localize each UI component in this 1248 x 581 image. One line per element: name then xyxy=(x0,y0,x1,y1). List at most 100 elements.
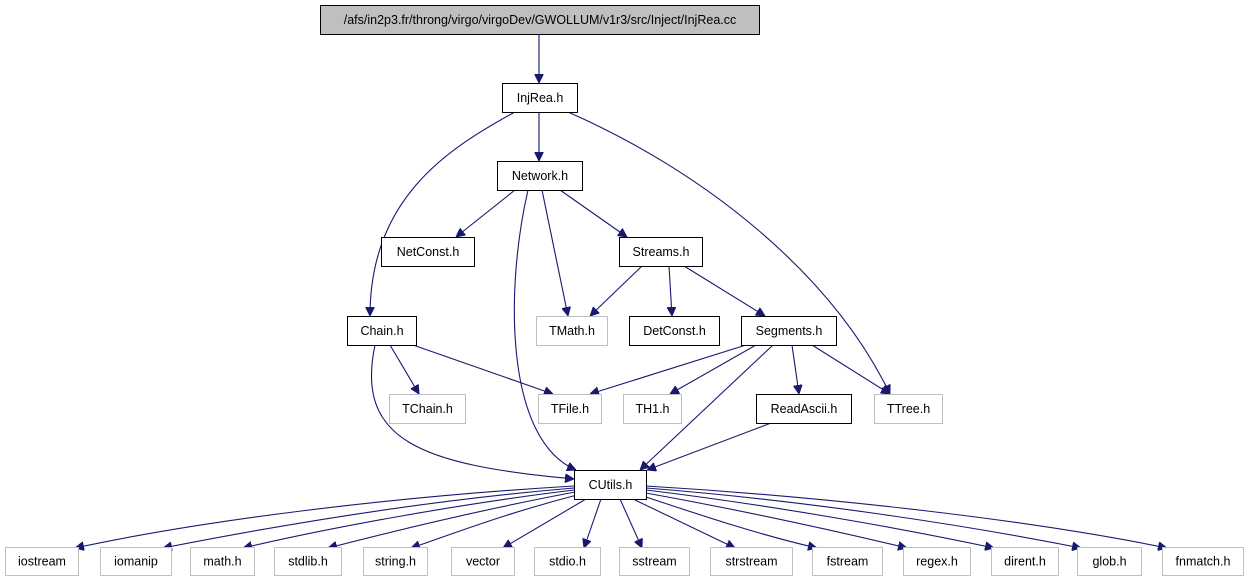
node-iomanip: iomanip xyxy=(100,547,172,576)
node-box xyxy=(574,470,647,500)
edge-chain-to-tchain xyxy=(389,344,419,394)
nodes-layer: /afs/in2p3.fr/throng/virgo/virgoDev/GWOL… xyxy=(5,5,1244,576)
node-stdio: stdio.h xyxy=(534,547,601,576)
node-segments[interactable]: Segments.h xyxy=(741,316,837,346)
edge-streams-to-segments xyxy=(683,265,765,316)
node-box xyxy=(538,394,602,424)
node-dirent: dirent.h xyxy=(991,547,1059,576)
node-box xyxy=(100,547,172,576)
node-label: TMath.h xyxy=(549,324,595,338)
node-box xyxy=(741,316,837,346)
edge-injrea-to-ttree xyxy=(567,111,890,394)
node-box xyxy=(274,547,342,576)
edge-network-to-streams xyxy=(559,189,627,237)
node-box xyxy=(534,547,601,576)
node-box xyxy=(623,394,682,424)
node-stdlib: stdlib.h xyxy=(274,547,342,576)
edge-network-to-tmath xyxy=(541,189,568,316)
edge-streams-to-tmath xyxy=(590,265,643,316)
node-box xyxy=(363,547,428,576)
node-injrea[interactable]: InjRea.h xyxy=(502,83,578,113)
node-tchain: TChain.h xyxy=(389,394,466,424)
node-box xyxy=(320,5,760,35)
edge-readascii-to-cutils xyxy=(647,422,772,470)
edge-injrea-to-chain xyxy=(370,111,516,316)
node-box xyxy=(629,316,720,346)
edge-cutils-to-strstream xyxy=(632,498,735,548)
node-label: regex.h xyxy=(916,555,958,569)
node-chain[interactable]: Chain.h xyxy=(347,316,417,346)
edge-cutils-to-sstream xyxy=(619,498,642,548)
node-box xyxy=(812,547,883,576)
node-cutils[interactable]: CUtils.h xyxy=(574,470,647,500)
node-iostream: iostream xyxy=(5,547,79,576)
edge-cutils-to-fnmatch xyxy=(645,485,1167,548)
edge-cutils-to-regex xyxy=(645,492,907,548)
edge-cutils-to-iostream xyxy=(75,485,575,548)
edge-cutils-to-vector xyxy=(503,498,587,548)
edge-segments-to-cutils xyxy=(640,344,774,470)
edge-chain-to-tfile xyxy=(412,344,553,394)
node-box xyxy=(190,547,255,576)
node-label: CUtils.h xyxy=(589,478,633,492)
node-label: dirent.h xyxy=(1004,555,1046,569)
node-label: Chain.h xyxy=(360,324,403,338)
edge-chain-to-cutils xyxy=(370,344,574,479)
edge-cutils-to-glob xyxy=(645,487,1081,548)
node-label: stdlib.h xyxy=(288,555,328,569)
edge-network-to-cutils xyxy=(513,189,576,470)
node-label: ReadAscii.h xyxy=(771,402,838,416)
node-tfile: TFile.h xyxy=(538,394,602,424)
node-label: NetConst.h xyxy=(397,245,460,259)
node-label: InjRea.h xyxy=(517,91,564,105)
node-label: /afs/in2p3.fr/throng/virgo/virgoDev/GWOL… xyxy=(344,13,737,27)
edge-cutils-to-dirent xyxy=(645,489,994,548)
node-box xyxy=(1162,547,1244,576)
node-stringh: string.h xyxy=(363,547,428,576)
node-readascii[interactable]: ReadAscii.h xyxy=(756,394,852,424)
node-tmath: TMath.h xyxy=(536,316,608,346)
node-box xyxy=(381,237,475,267)
node-label: TH1.h xyxy=(635,402,669,416)
node-detconst[interactable]: DetConst.h xyxy=(629,316,720,346)
node-label: Segments.h xyxy=(756,324,823,338)
node-network[interactable]: Network.h xyxy=(497,161,583,191)
node-label: math.h xyxy=(203,555,241,569)
node-box xyxy=(874,394,943,424)
node-box xyxy=(347,316,417,346)
edge-cutils-to-fstream xyxy=(642,495,817,548)
edge-segments-to-readascii xyxy=(791,344,799,394)
node-box xyxy=(619,547,690,576)
node-box xyxy=(536,316,608,346)
node-streams[interactable]: Streams.h xyxy=(619,237,703,267)
edge-segments-to-tfile xyxy=(590,344,747,394)
node-box xyxy=(502,83,578,113)
edge-cutils-to-iomanip xyxy=(163,487,575,548)
node-label: Network.h xyxy=(512,169,568,183)
node-label: iomanip xyxy=(114,555,158,569)
edge-cutils-to-stringh xyxy=(411,494,578,548)
edge-network-to-netconst xyxy=(456,189,516,237)
node-regex: regex.h xyxy=(903,547,971,576)
node-label: TTree.h xyxy=(887,402,930,416)
node-label: vector xyxy=(466,555,500,569)
node-box xyxy=(710,547,793,576)
node-netconst[interactable]: NetConst.h xyxy=(381,237,475,267)
node-label: TChain.h xyxy=(402,402,453,416)
node-label: stdio.h xyxy=(549,555,586,569)
node-strstream: strstream xyxy=(710,547,793,576)
node-label: glob.h xyxy=(1092,555,1126,569)
node-box xyxy=(619,237,703,267)
edge-cutils-to-mathh xyxy=(243,489,575,548)
node-label: sstream xyxy=(632,555,676,569)
node-root[interactable]: /afs/in2p3.fr/throng/virgo/virgoDev/GWOL… xyxy=(320,5,760,35)
node-fstream: fstream xyxy=(812,547,883,576)
node-label: fnmatch.h xyxy=(1176,555,1231,569)
node-th1: TH1.h xyxy=(623,394,682,424)
edge-streams-to-detconst xyxy=(669,265,672,316)
node-label: DetConst.h xyxy=(643,324,706,338)
node-label: TFile.h xyxy=(551,402,589,416)
node-box xyxy=(1077,547,1142,576)
node-label: Streams.h xyxy=(633,245,690,259)
